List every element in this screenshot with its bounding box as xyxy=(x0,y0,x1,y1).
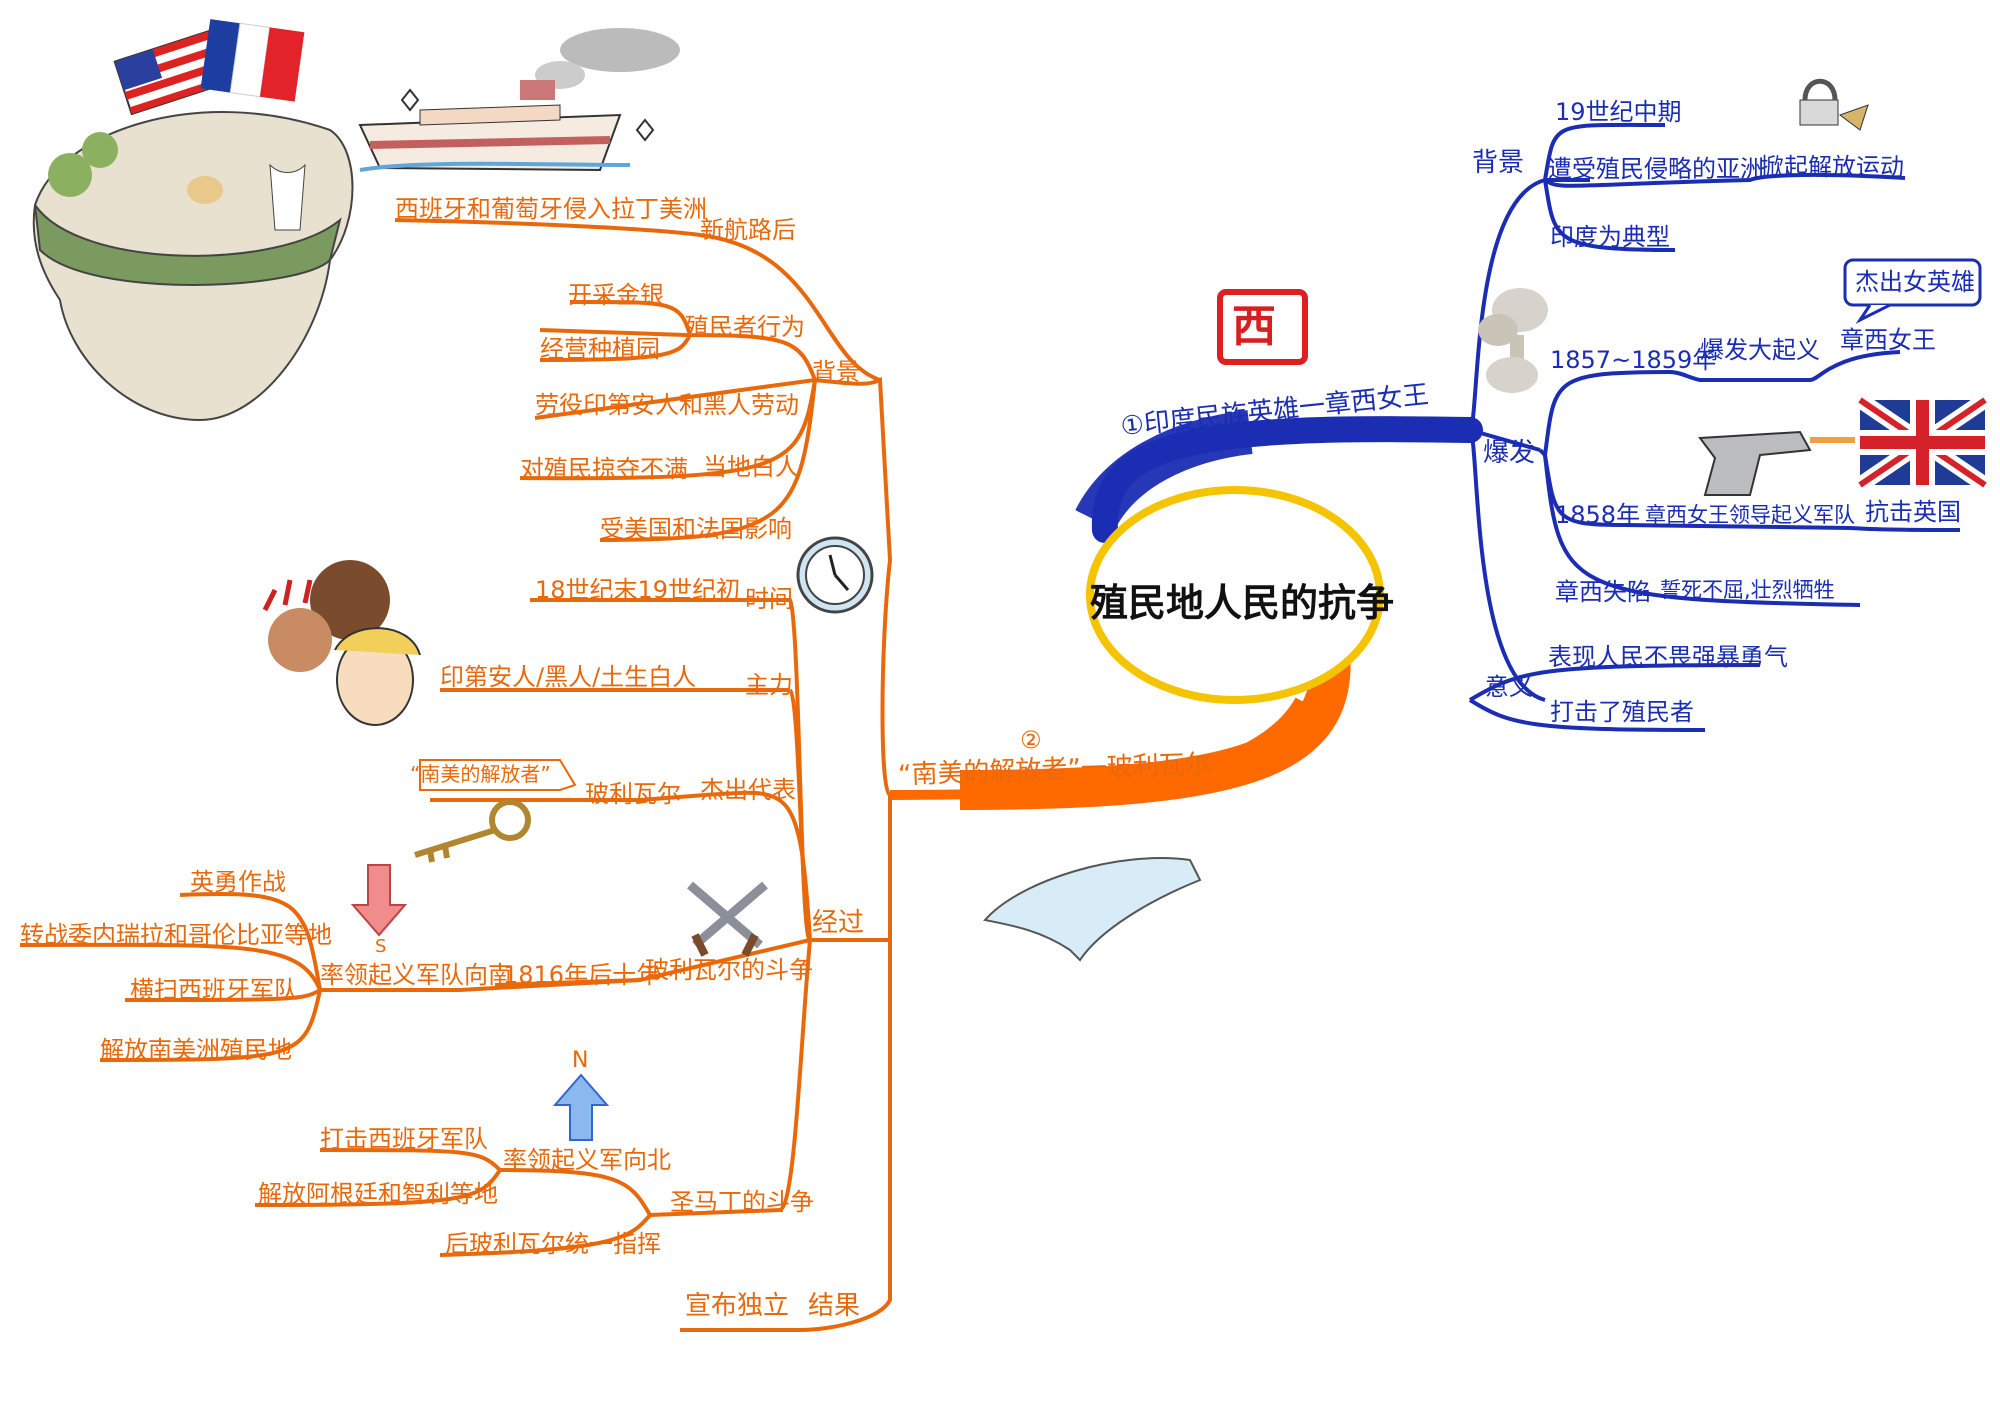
south-liberate: 解放南美洲殖民地 xyxy=(100,1036,292,1064)
rep-bolivar: 玻利瓦尔 xyxy=(585,780,681,808)
india-outbreak-label: 爆发 xyxy=(1483,438,1536,468)
us-flag-icon xyxy=(113,27,233,116)
time-period: 18世纪末19世纪初 xyxy=(535,576,741,604)
india-sacrifice: 誓死不屈,壮烈牺牲 xyxy=(1660,578,1835,602)
crossed-swords-icon xyxy=(687,881,768,957)
up-arrow-north-icon xyxy=(552,1073,610,1141)
south-venezuela: 转战委内瑞拉和哥伦比亚等地 xyxy=(20,921,332,949)
india-fall: 章西失陷 xyxy=(1555,578,1651,606)
sanmartin-struggle: 圣马丁的斗争 xyxy=(670,1188,814,1216)
french-flag-icon xyxy=(200,19,305,102)
india-meaning-courage: 表现人民不畏强暴勇气 xyxy=(1548,643,1788,671)
sparkle-icon xyxy=(400,88,655,142)
india-bg-era: 19世纪中期 xyxy=(1555,98,1682,126)
center-title: 殖民地人民的抗争 xyxy=(1090,581,1395,625)
north-letter: N xyxy=(572,1048,589,1073)
local-whites: 当地白人 xyxy=(703,453,799,481)
whites-discontent: 对殖民掠夺不满 xyxy=(520,455,688,483)
india-uprising: 爆发大起义 xyxy=(1700,336,1820,364)
glass-sheet-icon xyxy=(983,857,1202,962)
rep-label: 杰出代表 xyxy=(700,776,796,804)
forced-labor: 劳役印第安人和黑人劳动 xyxy=(535,391,799,419)
india-background-label: 背景 xyxy=(1472,148,1525,178)
latam-main-number: ② xyxy=(1020,726,1042,754)
colonist-actions: 殖民者行为 xyxy=(685,313,805,341)
seal-character: 西 xyxy=(1232,301,1276,352)
south-brave: 英勇作战 xyxy=(190,868,286,896)
broken-lock-icon xyxy=(1799,78,1869,131)
new-route: 新航路后 xyxy=(700,216,796,244)
us-france-influence: 受美国和法国影响 xyxy=(600,515,792,543)
force-label: 主力 xyxy=(745,671,793,699)
latam-background-label: 背景 xyxy=(812,358,860,386)
colonist-plantation: 经营种植园 xyxy=(540,335,660,363)
down-arrow-south-icon xyxy=(350,864,408,937)
india-bg-movement: 掀起解放运动 xyxy=(1760,153,1904,181)
unified-command: 后玻利瓦尔统一指挥 xyxy=(445,1230,661,1258)
south-sweep: 横扫西班牙军队 xyxy=(130,976,298,1004)
colonist-mining: 开采金银 xyxy=(568,281,664,309)
process-label: 经过 xyxy=(812,908,865,938)
india-year-1858: 1858年 xyxy=(1555,501,1641,529)
clock-icon xyxy=(796,536,874,614)
sanmartin-north: 率领起义军向北 xyxy=(503,1146,671,1174)
ship-icon xyxy=(358,28,680,172)
north-liberate: 解放阿根廷和智利等地 xyxy=(258,1180,498,1208)
heroine-callout: 杰出女英雄 xyxy=(1855,268,1975,296)
india-queen-leads: 章西女王领导起义军队 xyxy=(1645,503,1855,527)
result-label: 结果 xyxy=(808,1291,861,1321)
india-against-britain: 抗击英国 xyxy=(1865,498,1961,526)
uk-flag-icon xyxy=(1855,393,1990,492)
india-meaning-strike: 打击了殖民者 xyxy=(1550,698,1694,726)
key-icon xyxy=(414,799,531,863)
gun-icon xyxy=(1698,430,1855,496)
north-strike-spain: 打击西班牙军队 xyxy=(320,1125,488,1153)
people-faces-icon xyxy=(262,560,421,726)
bolivar-struggle: 玻利瓦尔的斗争 xyxy=(645,956,813,984)
india-bg-typical: 印度为典型 xyxy=(1550,223,1670,251)
liberator-quote: “南美的解放者” xyxy=(410,762,551,786)
india-meaning-label: 意义 xyxy=(1485,673,1533,701)
india-year-1857: 1857~1859年 xyxy=(1550,346,1717,374)
bolivar-south: 率领起义军队向南 xyxy=(320,961,512,989)
explosion-cloud-icon xyxy=(1478,288,1548,393)
bolivar-year: 1816年后十年 xyxy=(503,961,661,989)
india-bg-asia: 遭受殖民侵略的亚洲 xyxy=(1548,155,1764,183)
time-label: 时间 xyxy=(745,585,793,613)
new-route-invasion: 西班牙和葡萄牙侵入拉丁美洲 xyxy=(395,195,707,223)
result-independence: 宣布独立 xyxy=(685,1291,790,1321)
south-letter: S xyxy=(375,936,387,957)
india-queen: 章西女王 xyxy=(1840,326,1936,354)
island-illustration-icon xyxy=(32,111,354,422)
force-groups: 印第安人/黑人/土生白人 xyxy=(440,663,697,691)
